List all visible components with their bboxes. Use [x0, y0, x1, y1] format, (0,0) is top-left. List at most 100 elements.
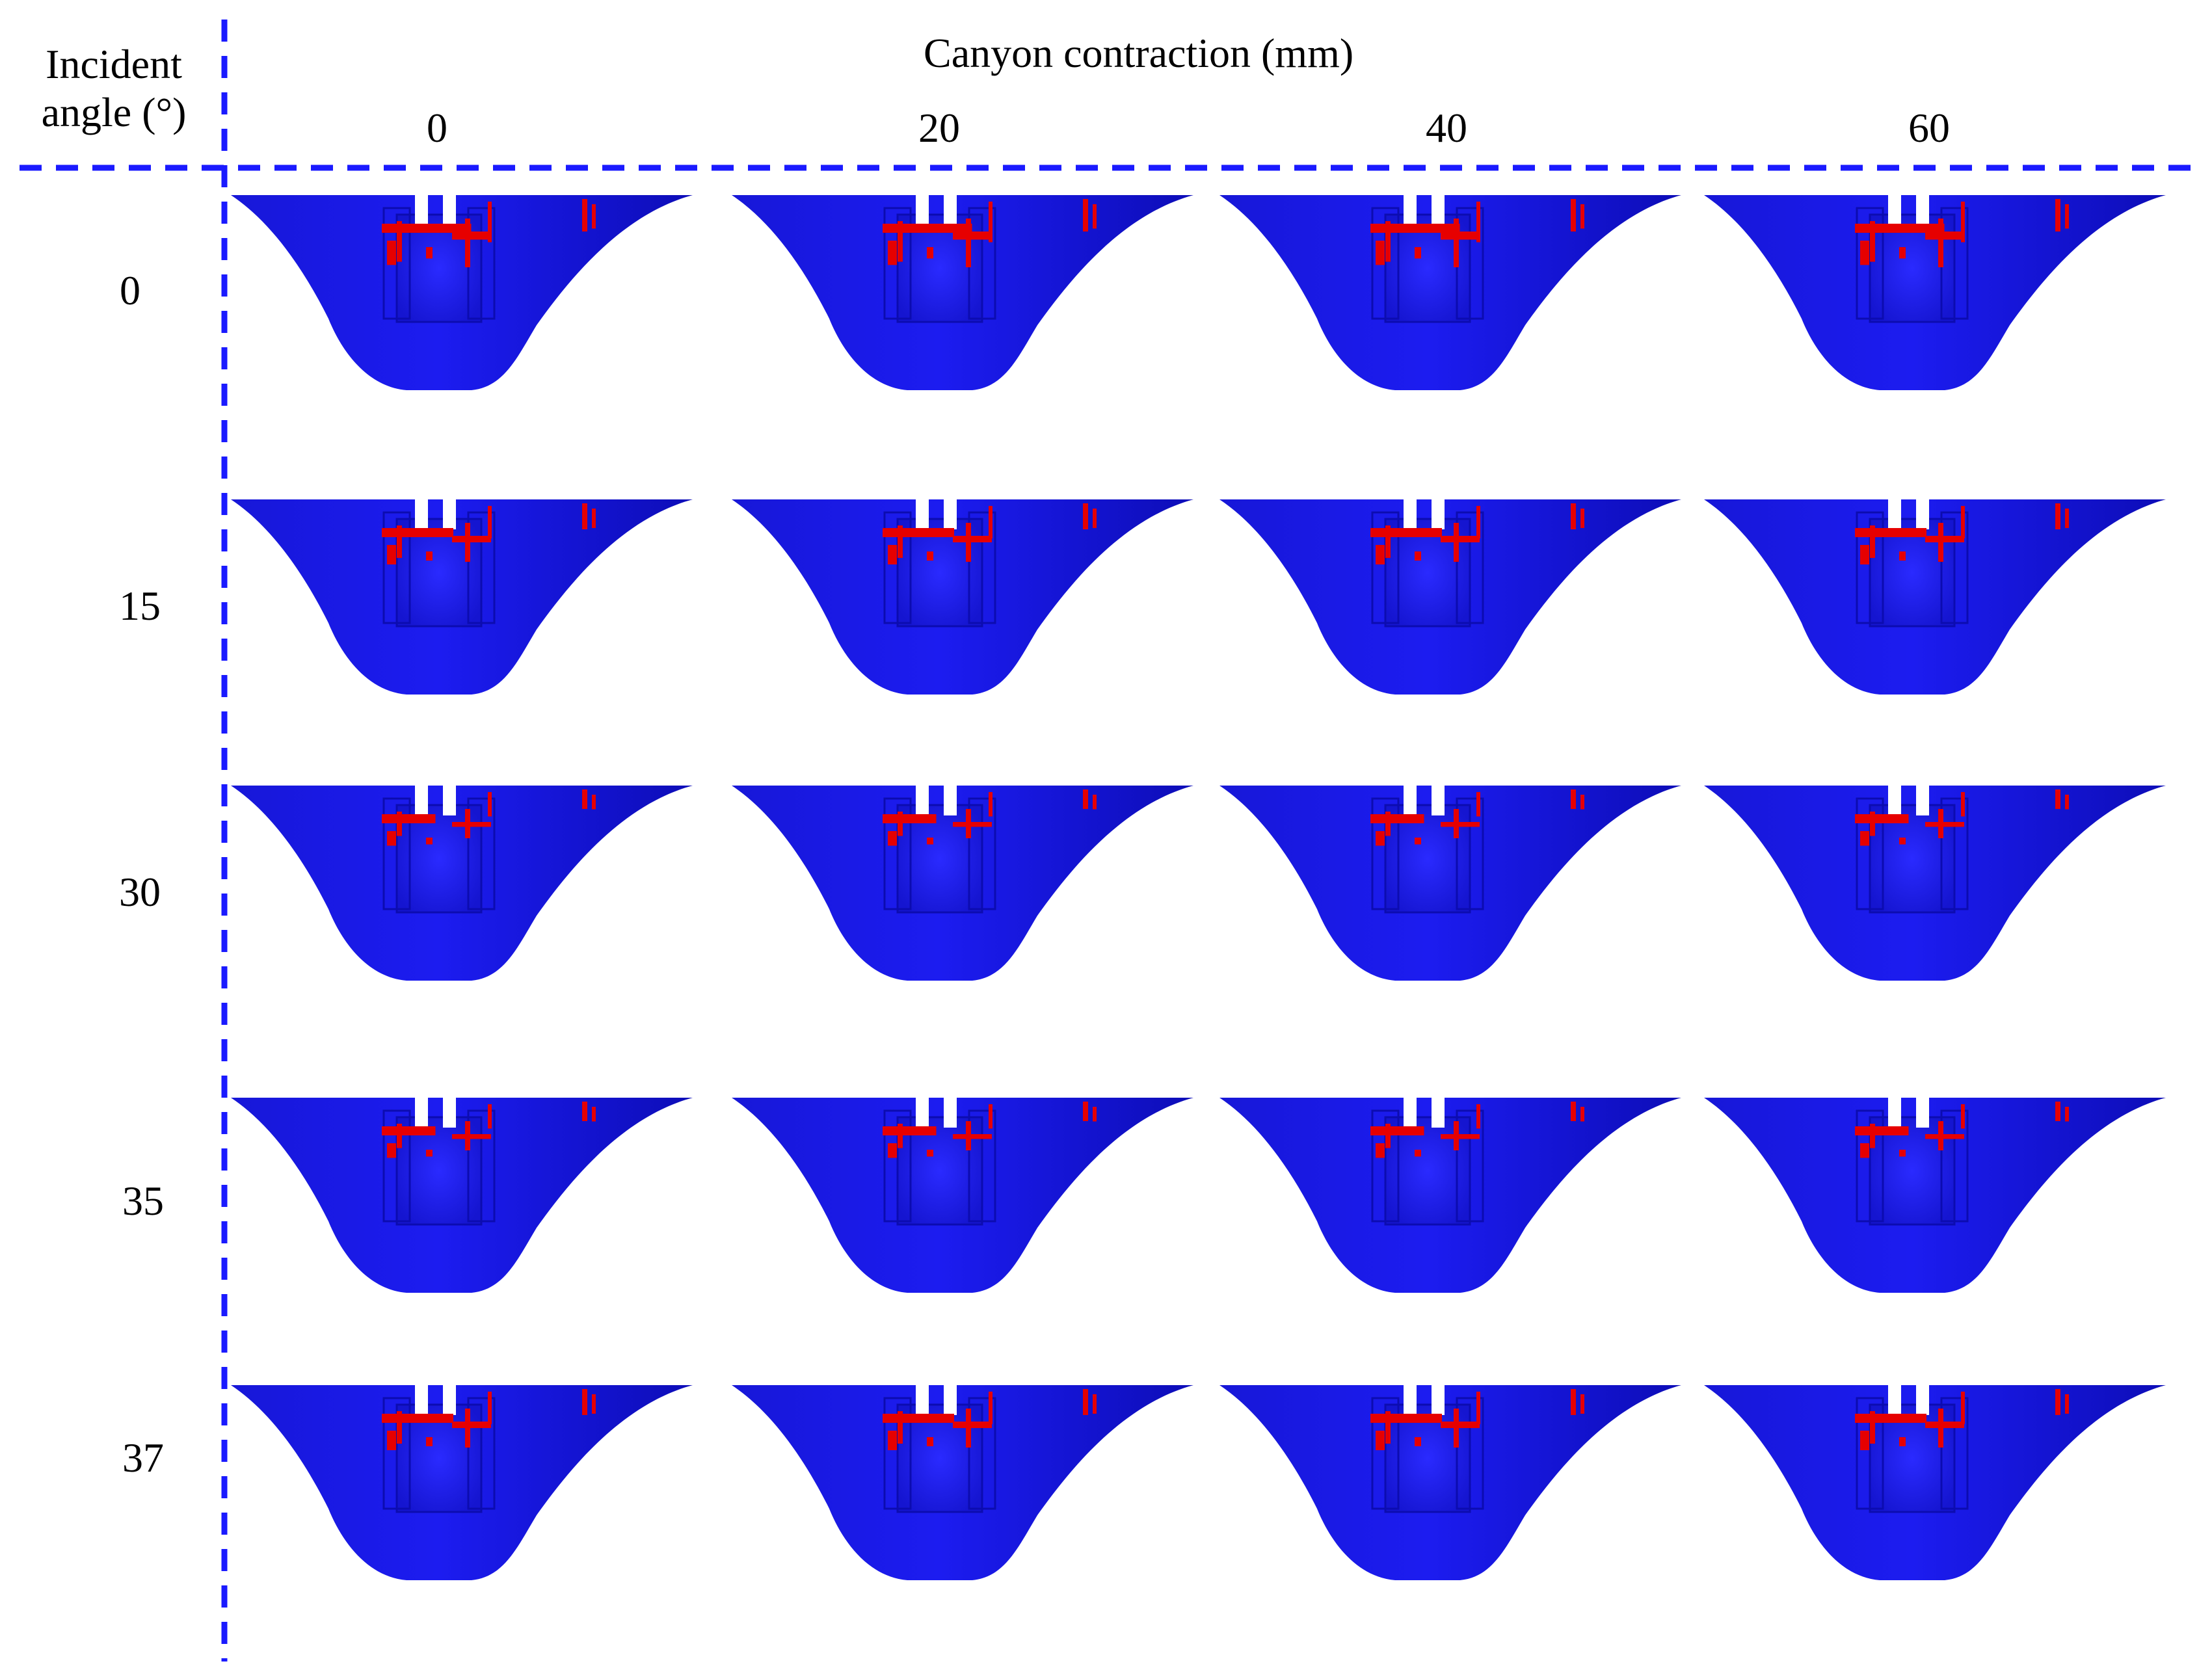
pile-right [467, 797, 496, 910]
damage-zone [1093, 1107, 1097, 1122]
canyon-panel-r2-c1 [732, 782, 1193, 981]
damage-zone [1899, 1437, 1906, 1446]
pile-left [1371, 1397, 1400, 1510]
notch-left [1404, 1094, 1417, 1128]
damage-zone [1415, 1150, 1421, 1157]
row-header-35: 35 [122, 1178, 164, 1224]
pile-right [1456, 797, 1484, 910]
pile-right [1940, 1109, 1969, 1223]
damage-zone [883, 1126, 937, 1135]
damage-zone [582, 789, 587, 809]
pile-left [1856, 1109, 1884, 1223]
notch-left [415, 782, 428, 815]
damage-zone [1441, 1134, 1480, 1139]
damage-zone [1385, 525, 1391, 558]
damage-zone [592, 509, 596, 528]
damage-zone [1083, 1102, 1088, 1121]
notch-left [1404, 782, 1417, 815]
damage-zone [953, 822, 992, 827]
damage-zone [1370, 528, 1442, 537]
notch-left [916, 496, 929, 529]
damage-zone [1441, 536, 1480, 542]
damage-zone [1580, 795, 1584, 810]
canyon-panel-r2-c3 [1704, 782, 2166, 981]
damage-zone [1370, 1414, 1442, 1423]
damage-zone [1571, 1102, 1576, 1121]
notch-right [443, 1094, 456, 1128]
notch-right [944, 496, 957, 529]
column-header-60: 60 [1908, 105, 1950, 151]
damage-zone [888, 241, 897, 265]
damage-zone [1093, 795, 1097, 810]
pile-left [883, 207, 912, 320]
damage-zone [1860, 545, 1869, 564]
damage-zone [1083, 1389, 1088, 1415]
damage-zone [888, 545, 897, 564]
damage-zone [1855, 224, 1945, 233]
notch-left [1404, 1381, 1417, 1415]
canyon-panel-r0-c0 [231, 191, 693, 390]
damage-zone [888, 1143, 897, 1158]
pile-right [467, 1397, 496, 1510]
damage-zone [989, 506, 993, 538]
damage-zone [387, 831, 396, 846]
damage-zone [898, 525, 903, 558]
damage-zone [989, 1392, 993, 1424]
damage-zone [1385, 1411, 1391, 1444]
damage-zone [382, 1126, 436, 1135]
damage-zone [1870, 812, 1875, 836]
pile-left [1856, 511, 1884, 624]
damage-zone [1961, 792, 1965, 817]
damage-zone [592, 204, 596, 229]
canyon-panel-r1-c0 [231, 496, 693, 695]
damage-zone [1855, 528, 1926, 537]
pile-left [883, 511, 912, 624]
damage-zone [1376, 241, 1385, 265]
damage-zone [1961, 1392, 1965, 1424]
damage-zone [1571, 199, 1576, 232]
damage-zone [2055, 1102, 2060, 1121]
pile-left [883, 1109, 912, 1223]
pile-right [1456, 1397, 1484, 1510]
pile-left [1856, 797, 1884, 910]
pile-left [382, 1397, 411, 1510]
damage-zone [927, 1150, 933, 1157]
damage-zone [426, 551, 433, 561]
damage-zone [1899, 551, 1906, 561]
damage-zone [953, 1134, 992, 1139]
notch-left [415, 1094, 428, 1128]
damage-zone [1925, 232, 1964, 240]
damage-zone [452, 822, 491, 827]
damage-zone [1925, 822, 1964, 827]
notch-right [1432, 1381, 1445, 1415]
notch-right [443, 191, 456, 225]
notch-left [1404, 191, 1417, 225]
damage-zone [1370, 814, 1424, 823]
notch-right [944, 191, 957, 225]
damage-zone [1870, 1411, 1875, 1444]
pile-left [1371, 797, 1400, 910]
damage-zone [387, 241, 396, 265]
damage-zone [1899, 1150, 1906, 1157]
damage-zone [592, 795, 596, 810]
damage-zone [1855, 1126, 1909, 1135]
damage-zone [2065, 1107, 2069, 1122]
damage-zone [1925, 536, 1964, 542]
damage-zone [888, 1431, 897, 1450]
pile-left [1371, 1109, 1400, 1223]
pile-right [1456, 511, 1484, 624]
damage-zone [1580, 1394, 1584, 1414]
canyon-panel-r4-c0 [231, 1381, 693, 1580]
notch-right [1916, 496, 1929, 529]
pile-right [968, 1397, 996, 1510]
damage-zone [488, 792, 492, 817]
notch-left [415, 1381, 428, 1415]
damage-zone [953, 536, 992, 542]
canyon-panel-r4-c3 [1704, 1381, 2166, 1580]
notch-left [916, 1381, 929, 1415]
pile-left [1856, 1397, 1884, 1510]
row-header-30: 30 [119, 869, 161, 915]
damage-zone [426, 1437, 433, 1446]
damage-zone [1860, 831, 1869, 846]
